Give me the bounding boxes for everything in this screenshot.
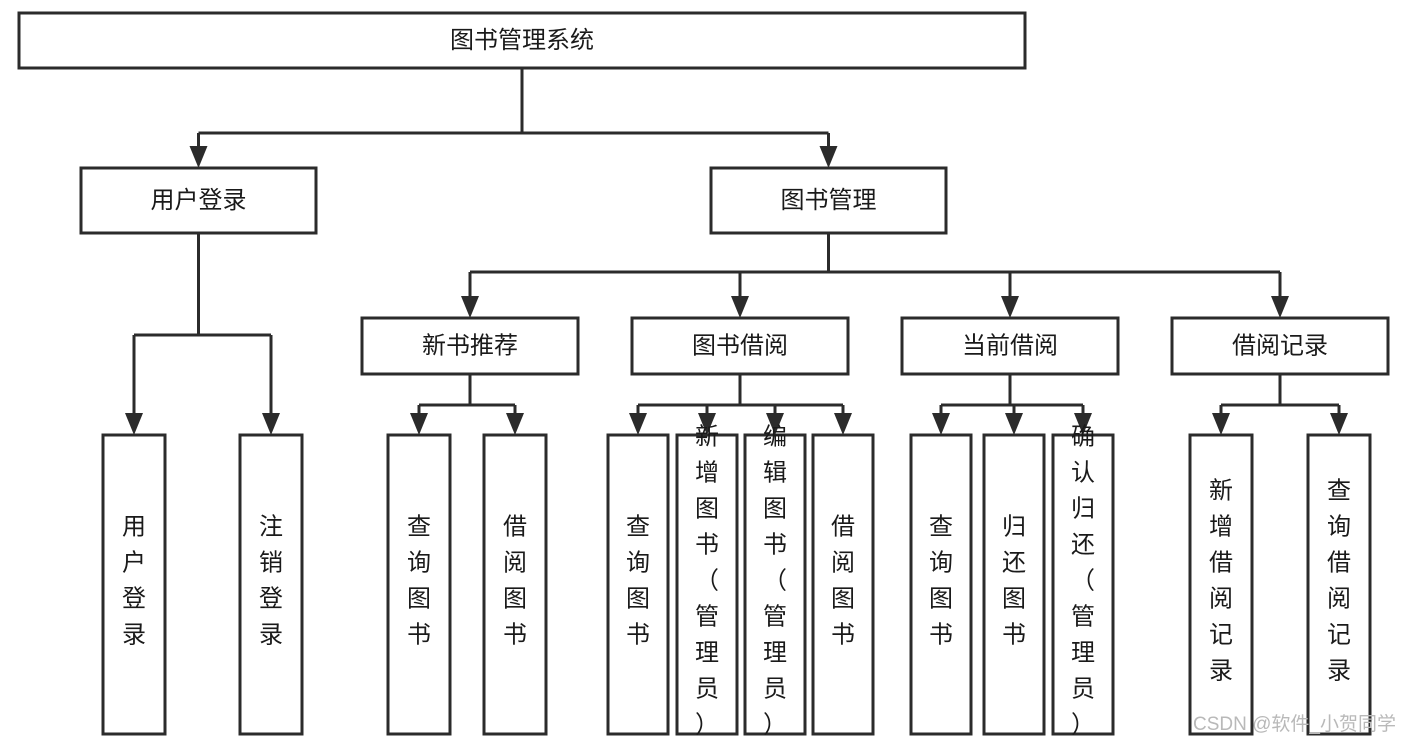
node-leaf-confirm-return-admin[interactable]: 确认归还（管理员） [1051,424,1115,739]
arrow-to-leaf-query-book-recommend [410,413,428,435]
arrow-to-book-management [819,146,838,168]
arrow-to-leaf-query-book-current [932,413,950,435]
node-leaf-user-login[interactable]: 用户登录 [101,433,167,736]
arrow-to-leaf-borrow-book-recommend [506,413,524,435]
nodes-layer: 图书管理系统用户登录图书管理新书推荐图书借阅当前借阅借阅记录用户登录注销登录查询… [17,11,1390,739]
node-label-leaf-borrow-book-recommend: 借阅图书 [503,514,527,649]
node-box-leaf-confirm-return-admin [1051,433,1115,736]
node-root[interactable]: 图书管理系统 [17,11,1027,70]
node-label-leaf-query-book-borrow: 查询图书 [626,514,650,649]
node-leaf-return-book[interactable]: 归还图书 [982,433,1046,736]
arrow-to-leaf-return-book [1005,413,1023,435]
node-leaf-query-book-recommend[interactable]: 查询图书 [386,433,452,736]
node-box-user-login [79,166,318,235]
node-label-book-borrow: 图书借阅 [692,332,788,359]
node-leaf-add-borrow-record[interactable]: 新增借阅记录 [1188,433,1254,736]
arrow-to-leaf-query-book-borrow [629,413,647,435]
node-box-leaf-add-borrow-record [1188,433,1254,736]
node-borrow-record[interactable]: 借阅记录 [1170,316,1390,376]
node-leaf-query-borrow-record[interactable]: 查询借阅记录 [1306,433,1372,736]
arrow-to-leaf-confirm-return-admin [1074,413,1092,435]
csdn-watermark: CSDN @软件_小贺同学 [1193,713,1396,735]
node-box-leaf-query-book-current [909,433,973,736]
node-label-leaf-logout-login: 注销登录 [259,514,283,649]
node-new-book-recommend[interactable]: 新书推荐 [360,316,580,376]
node-leaf-add-book-admin[interactable]: 新增图书（管理员） [675,424,739,739]
node-leaf-edit-book-admin[interactable]: 编辑图书（管理员） [743,424,807,739]
node-box-book-management [709,166,948,235]
node-book-borrow[interactable]: 图书借阅 [630,316,850,376]
node-box-leaf-edit-book-admin [743,433,807,736]
node-label-current-borrow: 当前借阅 [962,332,1058,359]
node-label-book-management: 图书管理 [781,187,877,214]
edges-layer [125,68,1348,435]
node-label-leaf-add-borrow-record: 新增借阅记录 [1209,478,1233,685]
node-label-leaf-edit-book-admin: 编辑图书（管理员） [763,424,787,739]
node-label-user-login: 用户登录 [151,187,247,214]
node-box-root [17,11,1027,70]
node-leaf-borrow-book-recommend[interactable]: 借阅图书 [482,433,548,736]
node-box-borrow-record [1170,316,1390,376]
arrow-to-leaf-query-borrow-record [1330,413,1348,435]
node-box-leaf-query-book-borrow [606,433,670,736]
node-box-leaf-borrow-book-recommend [482,433,548,736]
node-label-root: 图书管理系统 [450,27,594,54]
node-box-leaf-logout-login [238,433,304,736]
arrow-to-new-book-recommend [461,296,479,318]
node-label-new-book-recommend: 新书推荐 [422,332,518,359]
node-label-leaf-return-book: 归还图书 [1002,514,1026,649]
node-user-login[interactable]: 用户登录 [79,166,318,235]
node-label-leaf-query-borrow-record: 查询借阅记录 [1327,478,1351,685]
node-leaf-query-book-current[interactable]: 查询图书 [909,433,973,736]
node-label-leaf-borrow-book: 借阅图书 [831,514,855,649]
node-label-leaf-add-book-admin: 新增图书（管理员） [695,424,719,739]
node-leaf-borrow-book[interactable]: 借阅图书 [811,433,875,736]
node-box-leaf-user-login [101,433,167,736]
node-book-management[interactable]: 图书管理 [709,166,948,235]
arrow-to-borrow-record [1271,296,1289,318]
arrow-to-leaf-user-login [125,413,143,435]
arrow-to-leaf-logout-login [262,413,280,435]
node-label-leaf-confirm-return-admin: 确认归还（管理员） [1071,424,1095,739]
node-current-borrow[interactable]: 当前借阅 [900,316,1120,376]
node-box-leaf-add-book-admin [675,433,739,736]
arrow-to-leaf-edit-book-admin [766,413,784,435]
node-box-leaf-query-book-recommend [386,433,452,736]
node-leaf-query-book-borrow[interactable]: 查询图书 [606,433,670,736]
node-box-leaf-return-book [982,433,1046,736]
arrow-to-book-borrow [731,296,749,318]
node-label-borrow-record: 借阅记录 [1232,332,1328,359]
node-label-leaf-query-book-recommend: 查询图书 [407,514,431,649]
arrow-to-user-login [189,146,208,168]
node-box-current-borrow [900,316,1120,376]
arrow-to-leaf-add-borrow-record [1212,413,1230,435]
arrow-to-current-borrow [1001,296,1019,318]
node-box-leaf-borrow-book [811,433,875,736]
arrow-to-leaf-add-book-admin [698,413,716,435]
node-label-leaf-query-book-current: 查询图书 [929,514,953,649]
node-box-leaf-query-borrow-record [1306,433,1372,736]
node-box-new-book-recommend [360,316,580,376]
node-label-leaf-user-login: 用户登录 [122,514,146,649]
node-leaf-logout-login[interactable]: 注销登录 [238,433,304,736]
node-box-book-borrow [630,316,850,376]
arrow-to-leaf-borrow-book [834,413,852,435]
